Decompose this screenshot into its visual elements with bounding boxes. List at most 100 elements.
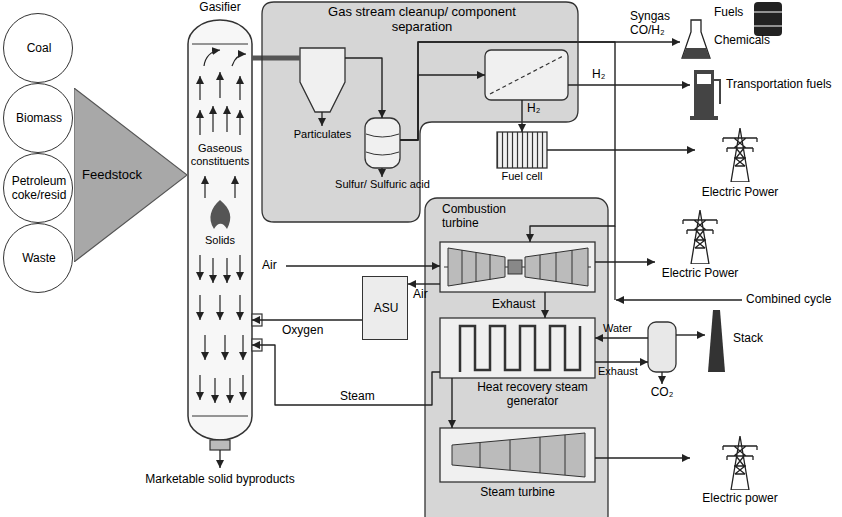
- cyclone-separator: [300, 48, 345, 126]
- node-text: Electric Power: [655, 267, 745, 281]
- node-text: Transportation fuels: [726, 78, 834, 92]
- flow-arrow: [595, 261, 655, 262]
- flow-label: Exhaust: [492, 298, 542, 312]
- node-text: Electric Power: [695, 186, 785, 200]
- product-output: FuelsChemicals: [680, 0, 820, 62]
- combined-cycle-arrow: [616, 299, 742, 300]
- node-text: Gasifier: [178, 1, 262, 15]
- steam-turbine-drawing: [440, 428, 595, 482]
- power-tower: [723, 128, 757, 182]
- fuel-barrel: [754, 2, 782, 36]
- node-text: Electric power: [690, 492, 790, 506]
- flow-label: H₂: [592, 68, 614, 82]
- flow-arrow: [676, 334, 705, 335]
- flow-arrow: [400, 42, 680, 140]
- flow-label: Oxygen: [282, 324, 342, 338]
- air-intake-arrow: [286, 265, 440, 266]
- combustion-turbine-drawing: [440, 242, 595, 292]
- combined-cycle-label: Combined cycle: [746, 293, 836, 307]
- feedstock-circle: Biomass: [3, 83, 73, 153]
- flow-arrow: [400, 42, 615, 242]
- node-text: Steam turbine: [440, 486, 595, 500]
- combustion-turbine: Combustion turbine: [440, 242, 595, 292]
- gasifier-vessel: [188, 20, 262, 468]
- node-text: Stack: [733, 332, 783, 346]
- power-output: Electric Power: [695, 128, 785, 202]
- feedstock-circle: Waste: [3, 223, 73, 293]
- node-text: Fuel cell: [482, 170, 562, 183]
- power-block-panel: [425, 198, 608, 517]
- node-text: ASU: [363, 302, 409, 316]
- fuel-cell-stack: [497, 132, 547, 168]
- feedstock-circle: Petroleum coke/resid: [3, 153, 73, 223]
- node-text: Fuels: [714, 6, 754, 20]
- node-text: Sulfur/ Sulfuric acid: [335, 178, 430, 191]
- flow-arrow: [547, 149, 695, 150]
- product-output: Transportation fuels: [690, 66, 836, 120]
- co2-separator-vessel: [648, 322, 676, 384]
- flow-arrow: [595, 361, 648, 362]
- node-text: Coal: [4, 42, 74, 56]
- flow-label: Steam: [340, 390, 385, 404]
- hrsg-drawing: [440, 318, 595, 378]
- power-output: Electric Power: [655, 210, 745, 286]
- node-text: Gas stream cleanup/ component separation: [322, 5, 522, 35]
- gas-pipe: [252, 56, 300, 61]
- cyclone-node: Particulates: [300, 48, 345, 118]
- byproduct-label: Marketable solid byproducts: [120, 473, 320, 487]
- stack-chimney: [708, 310, 725, 372]
- node-text: CO₂: [642, 386, 682, 400]
- node-text: Gaseous constituents: [188, 142, 252, 167]
- panel-fill: [262, 2, 578, 222]
- hrsg-unit: Heat recovery steam generator: [440, 318, 595, 378]
- node-text: Biomass: [4, 112, 74, 126]
- flow-label: Air: [413, 288, 437, 302]
- feedstock-circle: Coal: [3, 13, 73, 83]
- node-text: Solids: [188, 234, 252, 247]
- flow-arrow: [345, 58, 382, 118]
- node-text: Heat recovery steam generator: [470, 381, 595, 409]
- flow-arrow: [595, 337, 648, 338]
- sulfur-removal-vessel: [365, 118, 400, 177]
- node-text: Chemicals: [714, 34, 784, 48]
- node-text: Petroleum coke/resid: [6, 175, 72, 203]
- power-tower: [683, 210, 717, 264]
- gasifier-vessel: GasifierGaseous constituentsSolids: [188, 20, 252, 440]
- fuel-pump: [690, 70, 720, 120]
- flow-arrow: [400, 75, 485, 140]
- node-text: H₂: [527, 102, 549, 116]
- flow-arrow: [408, 283, 440, 284]
- feedstock-triangle: Feedstock: [74, 88, 187, 262]
- node-text: Feedstock: [82, 168, 162, 183]
- flow-arrow: [544, 292, 545, 318]
- steam-turbine: Steam turbine: [440, 428, 595, 482]
- asu-box: ASU: [362, 276, 408, 340]
- node-text: Combustion turbine: [442, 203, 522, 231]
- flow-arrow: [521, 100, 522, 132]
- flow-arrow: [252, 319, 362, 320]
- chemicals-flask: [682, 20, 710, 58]
- membrane-separator: [485, 50, 568, 100]
- separator-node: H₂: [485, 50, 568, 100]
- flow-arrow: [252, 345, 440, 405]
- flow-label: Exhaust: [598, 365, 646, 378]
- air-label: Air: [262, 259, 284, 273]
- node-text: Waste: [4, 252, 74, 266]
- flow-label: Water: [603, 322, 645, 335]
- node-text: Particulates: [285, 128, 360, 141]
- power-tower: [723, 436, 757, 490]
- flow-arrow: [595, 457, 690, 458]
- power-output: Electric power: [690, 436, 790, 510]
- co2-separator: CO₂: [648, 322, 676, 372]
- cleanup-panel: Gas stream cleanup/ component separation…: [262, 2, 578, 222]
- flow-arrow: [451, 378, 452, 428]
- syngas-riser: [614, 226, 615, 300]
- stack-node: Stack: [705, 310, 728, 372]
- flow-arrow: [568, 84, 690, 85]
- flow-label: Syngas CO/H₂: [630, 10, 678, 38]
- sulfur-removal-node: Sulfur/ Sulfuric acid: [365, 118, 400, 168]
- fuel-cell-node: Fuel cell: [497, 132, 547, 168]
